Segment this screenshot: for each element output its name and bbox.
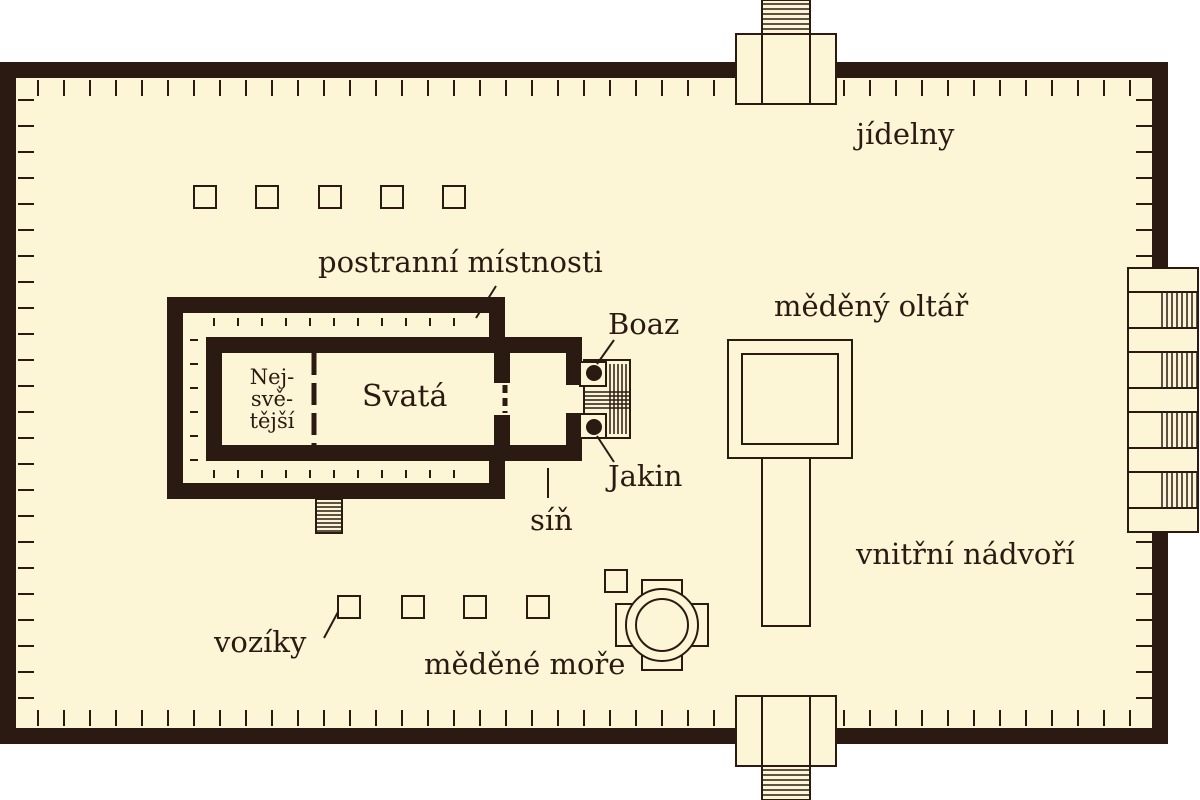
bronze-sea	[615, 579, 709, 671]
holy-of-holies-line-3: tější	[249, 409, 295, 434]
carts-pointer	[323, 611, 339, 639]
label-side-rooms: postranní místnosti	[318, 245, 603, 279]
label-inner-court: vnitřní nádvoří	[856, 537, 1075, 571]
bronze-altar	[727, 339, 853, 627]
court-chambers-ticks	[18, 80, 1152, 726]
top-pillars-row	[193, 185, 466, 209]
holy-of-holies-line-1: Nej-	[249, 365, 295, 389]
carts-row	[337, 569, 628, 619]
temple-building	[167, 297, 631, 534]
label-jakin: Jakin	[608, 459, 683, 493]
label-carts: vozíky	[214, 625, 307, 659]
top-gate	[735, 0, 837, 105]
label-holy: Svatá	[362, 379, 448, 414]
pillar-boaz	[579, 339, 615, 387]
label-bronze-sea: měděné moře	[424, 647, 626, 681]
label-boaz: Boaz	[608, 307, 680, 341]
label-porch: síň	[530, 503, 573, 537]
side-rooms-pointer	[475, 285, 497, 319]
pillar-jakin	[579, 413, 615, 463]
label-holy-of-holies: Nej- svě- tější	[238, 366, 306, 432]
label-dining-rooms: jídelny	[856, 117, 955, 151]
bottom-gate	[735, 695, 837, 800]
right-gate	[1127, 267, 1199, 533]
holy-of-holies-line-2: svě-	[250, 387, 294, 412]
label-bronze-altar: měděný oltář	[774, 289, 969, 323]
